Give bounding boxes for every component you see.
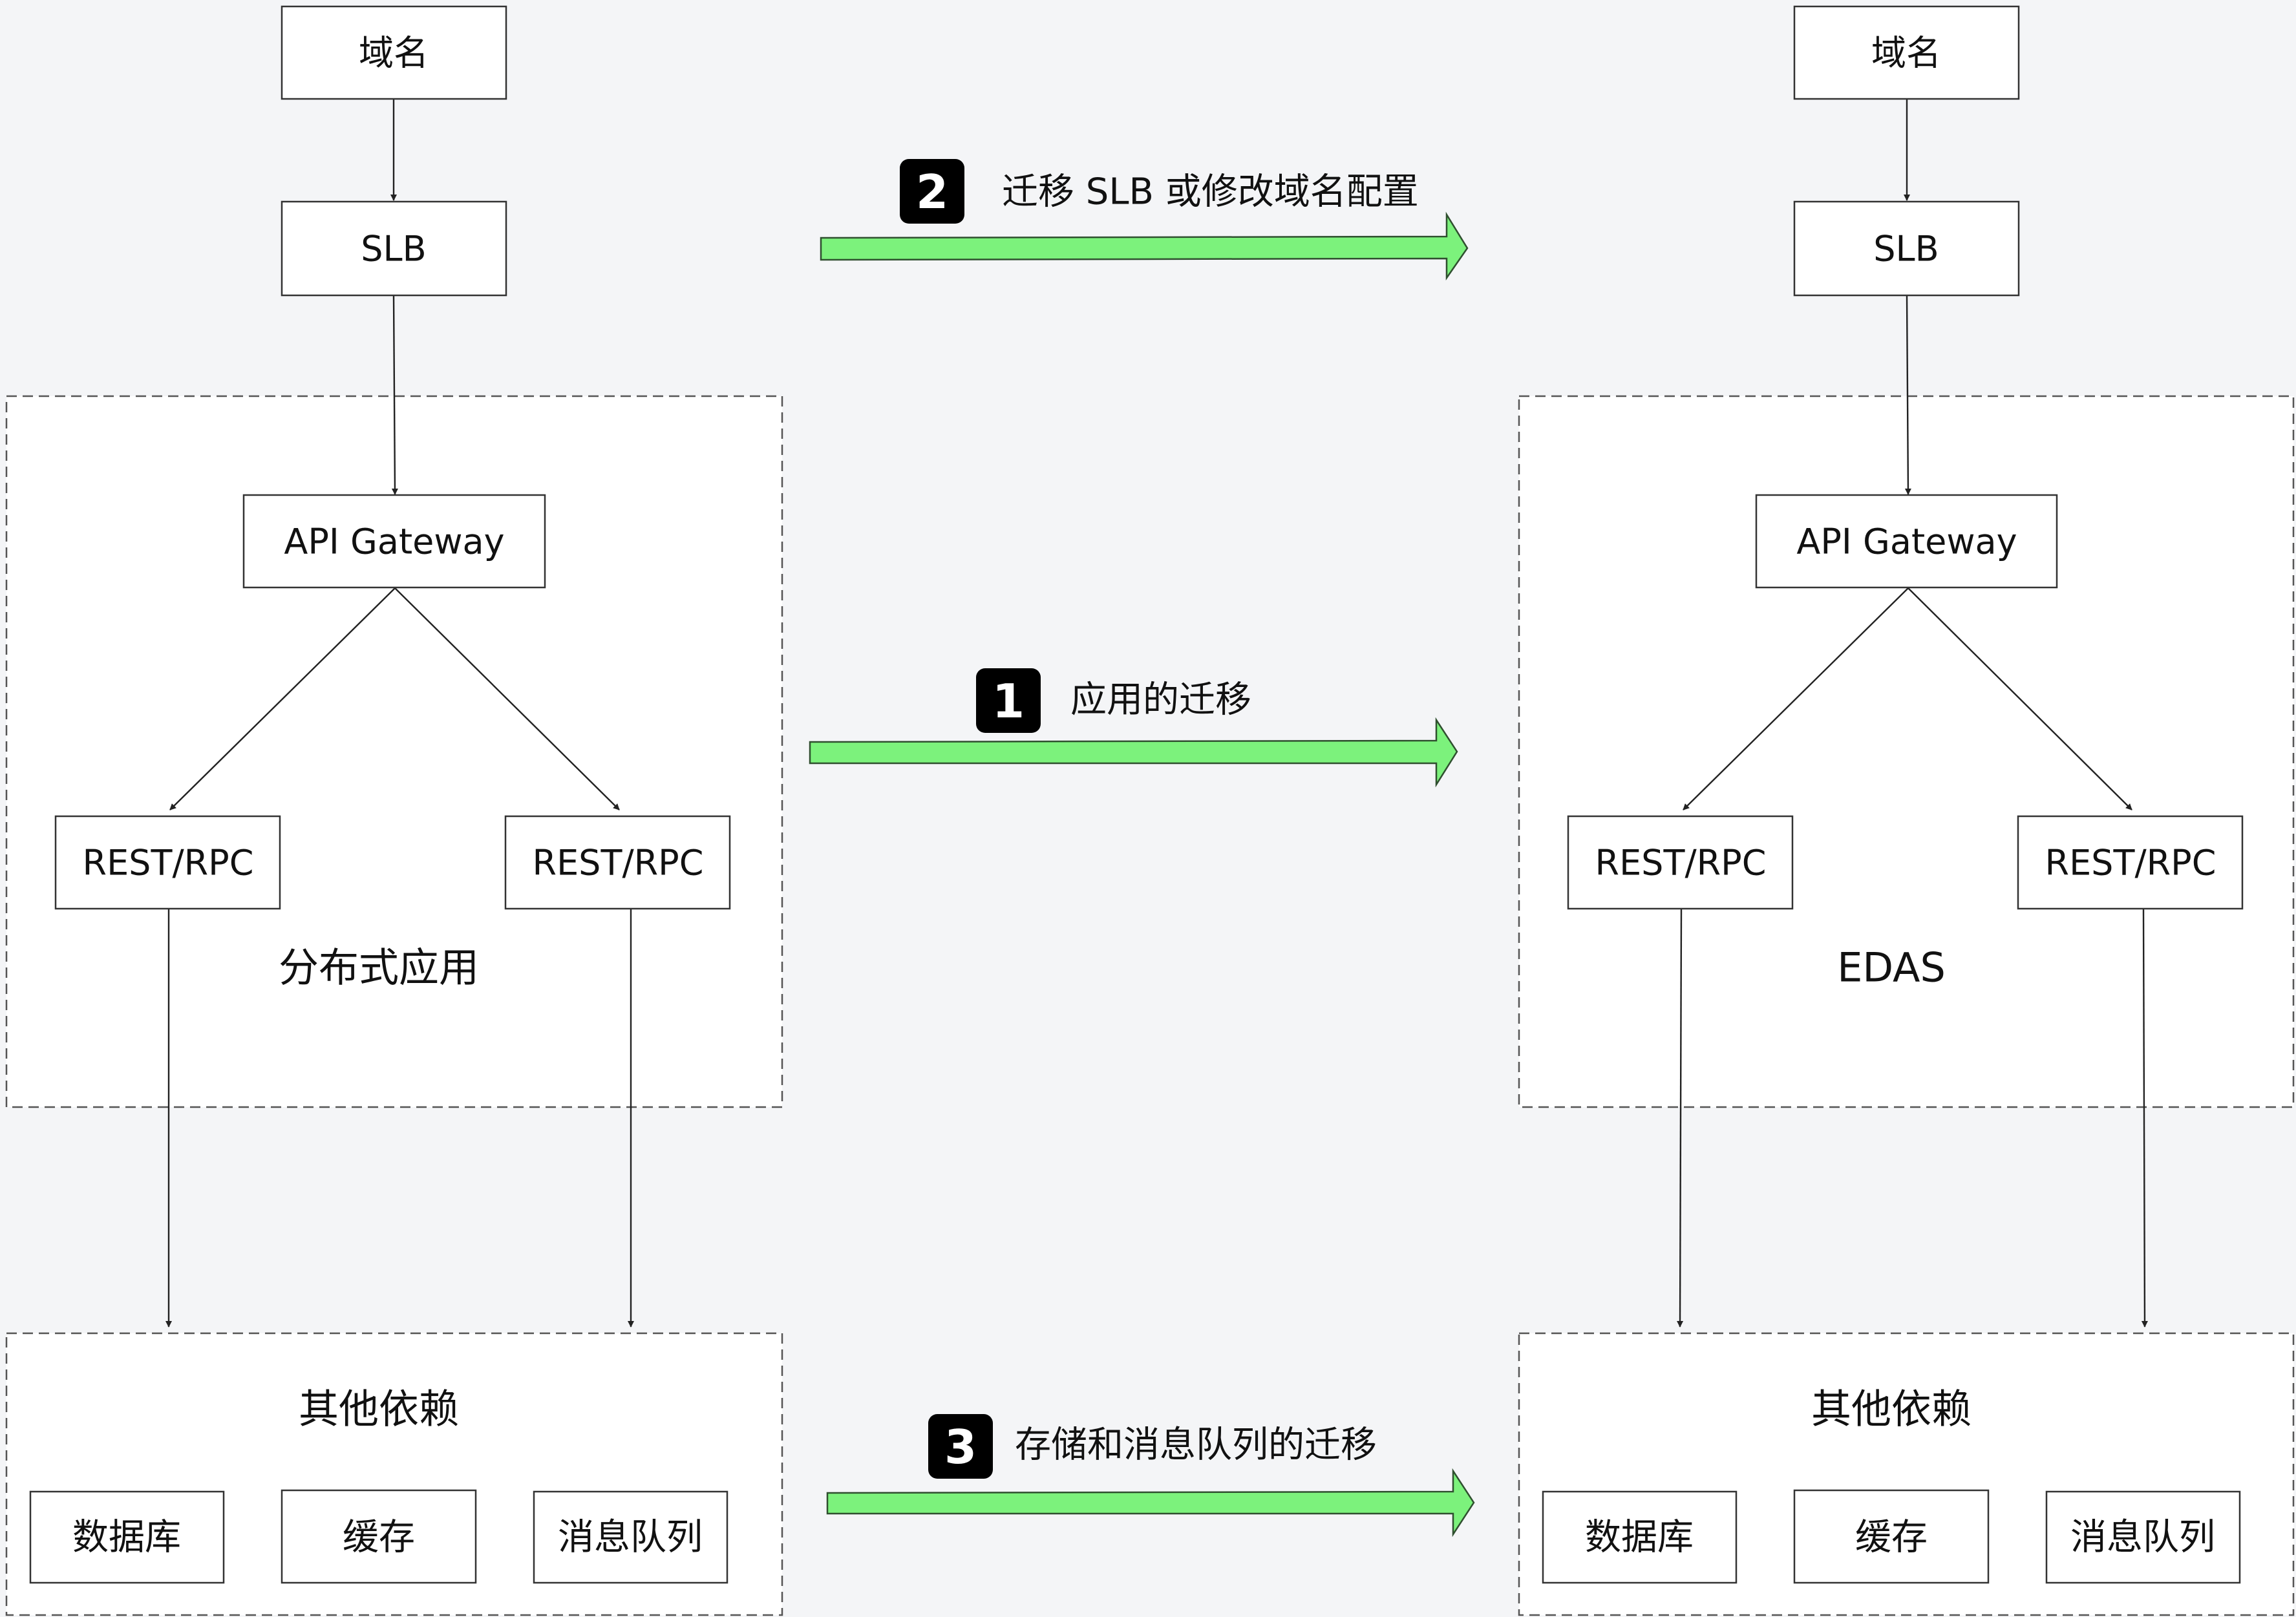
left-gateway-label: API Gateway [284, 522, 504, 562]
step-badge [900, 159, 964, 224]
step-badge-number: 3 [944, 1420, 977, 1474]
right-slb-label: SLB [1873, 229, 1939, 270]
left-service-b-box [504, 815, 731, 910]
left-service-a-label: REST/RPC [83, 843, 254, 883]
right-dep-database-label: 数据库 [1585, 1517, 1694, 1559]
right-dep-mq-label: 消息队列 [2070, 1517, 2215, 1559]
step-slb-migration: 2 迁移 SLB 或修改域名配置 [820, 159, 1469, 280]
right-edge-service-b-deps [2141, 909, 2148, 1327]
step-badge [976, 668, 1041, 733]
right-edge-gateway-service-b [1908, 587, 2132, 810]
step-label: 迁移 SLB 或修改域名配置 [1002, 171, 1419, 213]
right-edge-service-a-deps [1677, 909, 1684, 1327]
right-gateway-label: API Gateway [1796, 522, 2017, 562]
left-domain-label: 域名 [359, 33, 429, 74]
left-deps-title: 其他依赖 [299, 1386, 459, 1433]
left-edge-slb-gateway [391, 295, 398, 495]
step-badge-number: 1 [992, 674, 1025, 728]
left-service-a-box [54, 815, 281, 910]
left-dep-mq-label: 消息队列 [558, 1517, 703, 1559]
step-label: 存储和消息队列的迁移 [1015, 1424, 1377, 1466]
right-gateway-box [1755, 494, 2058, 589]
left-domain-box [281, 5, 507, 100]
right-architecture: 域名 SLB API Gateway REST/RPC REST/RPC EDA… [1518, 5, 2295, 1616]
step-badge-number: 2 [916, 165, 948, 219]
left-app-label: 分布式应用 [279, 944, 479, 991]
right-dep-cache-box [1793, 1489, 1990, 1584]
step-storage-mq-migration: 3 存储和消息队列的迁移 [826, 1414, 1475, 1538]
left-dep-mq-box [533, 1490, 728, 1584]
step-label: 应用的迁移 [1070, 679, 1251, 721]
right-service-a-box [1567, 815, 1794, 910]
migration-arrow [809, 717, 1458, 788]
left-edge-gateway-service-a [169, 587, 396, 810]
left-gateway-box [242, 494, 546, 589]
migration-arrow [820, 211, 1469, 280]
right-dep-mq-box [2045, 1490, 2241, 1584]
left-architecture: 域名 SLB API Gateway REST/RPC REST/RPC 分布式… [5, 5, 783, 1616]
left-slb-box [281, 200, 507, 297]
right-dep-database-box [1542, 1490, 1738, 1584]
step-app-migration: 1 应用的迁移 [809, 668, 1458, 788]
migration-arrow [826, 1468, 1475, 1538]
right-app-label: EDAS [1837, 944, 1946, 991]
right-domain-label: 域名 [1871, 33, 1941, 74]
left-service-b-label: REST/RPC [533, 843, 704, 883]
right-edge-gateway-service-a [1683, 587, 1909, 810]
left-dep-cache-box [281, 1489, 477, 1584]
right-edge-slb-gateway [1904, 295, 1911, 495]
left-dep-database-label: 数据库 [72, 1517, 181, 1559]
right-deps-title: 其他依赖 [1811, 1386, 1972, 1433]
left-dep-database-box [29, 1490, 225, 1584]
left-slb-label: SLB [361, 229, 426, 270]
right-domain-box [1793, 5, 2020, 100]
right-service-b-box [2017, 815, 2244, 910]
right-service-a-label: REST/RPC [1595, 843, 1767, 883]
right-slb-box [1793, 200, 2020, 297]
right-dep-cache-label: 缓存 [1855, 1517, 1928, 1559]
step-badge [928, 1414, 993, 1479]
left-edge-gateway-service-b [394, 587, 620, 810]
left-dep-cache-label: 缓存 [343, 1517, 415, 1559]
right-service-b-label: REST/RPC [2045, 843, 2216, 883]
